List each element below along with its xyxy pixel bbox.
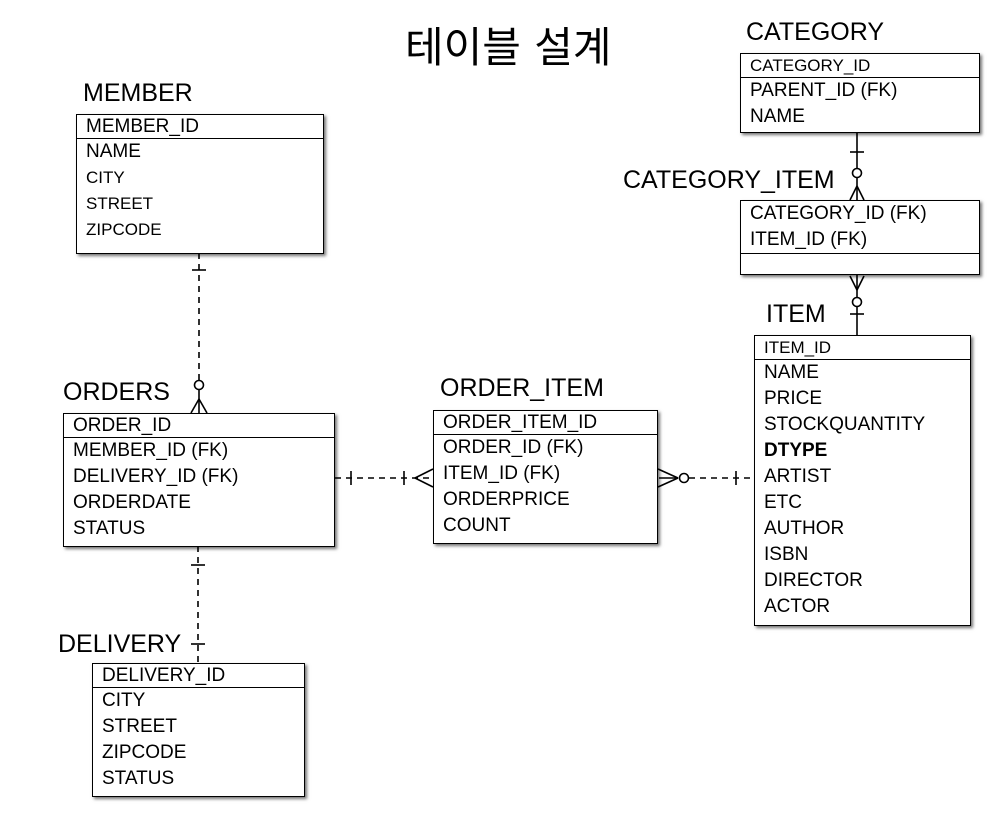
orderitem-attr: COUNT — [443, 515, 511, 536]
category-entity-name: CATEGORY — [746, 18, 884, 46]
orders-attr: STATUS — [73, 518, 146, 539]
orders-attrs: MEMBER_ID (FK) DELIVERY_ID (FK) ORDERDAT… — [64, 438, 334, 542]
member-entity: MEMBER_ID NAME CITY STREET ZIPCODE — [76, 114, 324, 254]
orderitem-attr: ORDERPRICE — [443, 489, 570, 510]
orders-orderitem-relation — [335, 468, 434, 488]
orders-pk: ORDER_ID — [64, 414, 334, 438]
delivery-attrs: CITY STREET ZIPCODE STATUS — [93, 688, 304, 792]
orderitem-attr: ORDER_ID (FK) — [443, 437, 584, 458]
categoryitem-entity-name: CATEGORY_ITEM — [623, 166, 835, 194]
delivery-entity: DELIVERY_ID CITY STREET ZIPCODE STATUS — [92, 663, 305, 797]
item-attr: STOCKQUANTITY — [764, 414, 926, 435]
item-attr: NAME — [764, 362, 819, 383]
item-pk: ITEM_ID — [755, 336, 970, 360]
orders-attr: DELIVERY_ID (FK) — [73, 466, 239, 487]
categoryitem-item-relation — [849, 274, 865, 336]
item-attr: ETC — [764, 492, 802, 513]
category-categoryitem-relation — [849, 132, 865, 201]
item-attr: DIRECTOR — [764, 570, 863, 591]
delivery-attr: ZIPCODE — [102, 742, 187, 763]
delivery-attr: STREET — [102, 716, 177, 737]
orderitem-pk: ORDER_ITEM_ID — [434, 411, 657, 435]
orders-delivery-relation — [191, 546, 205, 662]
member-entity-name: MEMBER — [83, 79, 193, 107]
member-attrs: NAME CITY STREET ZIPCODE — [77, 139, 323, 243]
delivery-entity-name: DELIVERY — [58, 630, 182, 658]
orders-attr: MEMBER_ID (FK) — [73, 440, 229, 461]
orders-attr: ORDERDATE — [73, 492, 191, 513]
orderitem-entity-name: ORDER_ITEM — [440, 374, 604, 402]
item-entity: ITEM_ID NAME PRICE STOCKQUANTITY DTYPE A… — [754, 335, 971, 626]
orderitem-entity: ORDER_ITEM_ID ORDER_ID (FK) ITEM_ID (FK)… — [433, 410, 658, 544]
item-attrs: NAME PRICE STOCKQUANTITY DTYPE ARTIST ET… — [755, 360, 970, 620]
page-title: 테이블 설계 — [405, 23, 612, 72]
orderitem-item-relation — [657, 468, 754, 488]
member-pk: MEMBER_ID — [77, 115, 323, 139]
categoryitem-empty-row — [741, 253, 979, 276]
category-attrs: PARENT_ID (FK) NAME — [741, 78, 979, 130]
member-attr: STREET — [86, 194, 154, 213]
item-entity-name: ITEM — [766, 300, 826, 328]
categoryitem-attr: ITEM_ID (FK) — [750, 229, 868, 250]
categoryitem-attrs: CATEGORY_ID (FK) ITEM_ID (FK) — [741, 201, 979, 253]
member-attr: NAME — [86, 141, 141, 162]
category-attr: PARENT_ID (FK) — [750, 80, 898, 101]
item-attr: ISBN — [764, 544, 809, 565]
item-attr: ARTIST — [764, 466, 832, 487]
delivery-attr: STATUS — [102, 768, 175, 789]
item-attr: ACTOR — [764, 596, 831, 617]
orderitem-attrs: ORDER_ID (FK) ITEM_ID (FK) ORDERPRICE CO… — [434, 435, 657, 539]
item-attr: AUTHOR — [764, 518, 845, 539]
category-pk: CATEGORY_ID — [741, 54, 979, 78]
categoryitem-pk: CATEGORY_ID (FK) — [750, 203, 927, 224]
orderitem-attr: ITEM_ID (FK) — [443, 463, 561, 484]
delivery-pk: DELIVERY_ID — [93, 664, 304, 688]
orders-entity-name: ORDERS — [63, 378, 170, 406]
category-attr: NAME — [750, 106, 805, 127]
member-attr: CITY — [86, 168, 125, 187]
delivery-attr: CITY — [102, 690, 146, 711]
categoryitem-entity: CATEGORY_ID (FK) ITEM_ID (FK) — [740, 200, 980, 275]
item-attr-dtype: DTYPE — [764, 440, 828, 461]
member-attr: ZIPCODE — [86, 220, 162, 239]
item-attr: PRICE — [764, 388, 823, 409]
member-orders-relation — [190, 253, 208, 414]
orders-entity: ORDER_ID MEMBER_ID (FK) DELIVERY_ID (FK)… — [63, 413, 335, 547]
category-entity: CATEGORY_ID PARENT_ID (FK) NAME — [740, 53, 980, 133]
